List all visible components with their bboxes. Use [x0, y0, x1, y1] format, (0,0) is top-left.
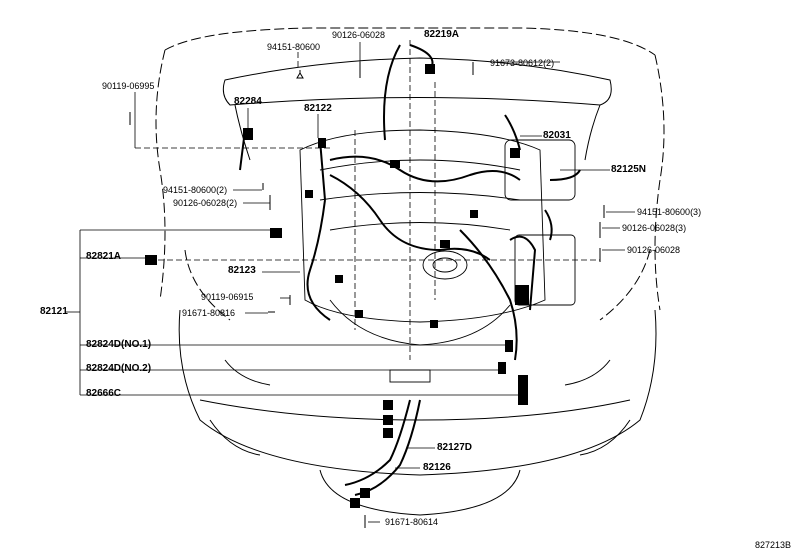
label-90126-06028-2: 90126-06028(2) [173, 198, 238, 208]
label-82821a: 82821A [86, 251, 122, 262]
label-82031: 82031 [543, 130, 571, 141]
label-94151-80600-3: 94151-80600(3) [637, 207, 702, 217]
harness-wires [239, 44, 581, 496]
figure-id: 827213B [755, 540, 792, 550]
label-82121: 82121 [40, 306, 68, 317]
connectors [145, 64, 529, 508]
label-91673-80612: 91673-80612(2) [490, 58, 555, 68]
label-90126-06028-top: 90126-06028 [332, 30, 386, 40]
label-82127d: 82127D [437, 442, 473, 453]
label-82122: 82122 [304, 103, 332, 114]
leader-lines [65, 40, 635, 523]
label-91671-80816: 91671-80816 [182, 308, 236, 318]
label-82284: 82284 [234, 96, 262, 107]
label-82666c: 82666C [86, 388, 122, 399]
label-90119-06995: 90119-06995 [102, 81, 155, 91]
label-94151-80600-2: 94151-80600(2) [163, 185, 228, 195]
label-82123: 82123 [228, 265, 256, 276]
label-82126: 82126 [423, 462, 451, 473]
label-82824d-no2: 82824D(NO.2) [86, 363, 152, 374]
label-82125n: 82125N [611, 164, 647, 175]
vehicle-body-outline [155, 27, 665, 516]
label-82824d-no1: 82824D(NO.1) [86, 339, 152, 350]
label-90119-06915: 90119-06915 [201, 292, 254, 302]
label-90126-06028-3: 90126-06028(3) [622, 223, 687, 233]
label-90126-06028-right: 90126-06028 [627, 245, 681, 255]
label-94151-80600-top: 94151-80600 [267, 42, 321, 52]
label-82219a: 82219A [424, 29, 460, 40]
label-91671-80614: 91671-80614 [385, 517, 439, 527]
